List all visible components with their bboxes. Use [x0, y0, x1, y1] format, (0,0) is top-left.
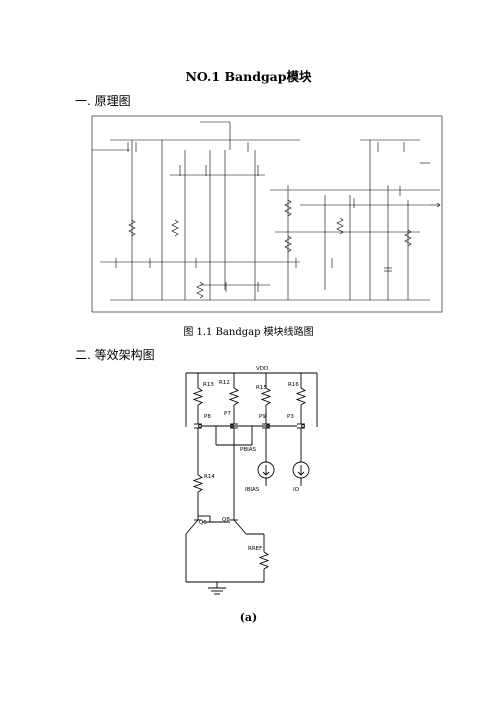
label-r12: R12: [219, 380, 230, 386]
label-q8: Q8: [222, 517, 230, 523]
label-pbias: PBIAS: [240, 447, 256, 453]
label-io: IO: [293, 487, 300, 493]
label-rref: RREF: [248, 546, 262, 552]
label-ibias: IBIAS: [245, 487, 260, 493]
section-heading-schematic: 一. 原理图: [75, 94, 131, 108]
label-r16: R16: [288, 382, 299, 388]
section-heading-architecture: 二. 等效架构图: [75, 348, 155, 362]
figure2-label: (a): [239, 611, 258, 624]
label-p8: P8: [204, 414, 211, 420]
label-p9: P9: [259, 414, 266, 420]
schematic-frame: [91, 115, 443, 313]
document-title: NO.1 Bandgap模块: [185, 69, 312, 84]
label-r13: R13: [203, 382, 214, 388]
label-r14: R14: [204, 474, 215, 480]
label-q5: Q5: [199, 520, 207, 526]
label-p3: P3: [287, 414, 294, 420]
label-p7: P7: [224, 411, 231, 417]
label-vdd: VDD: [256, 366, 268, 372]
label-r15: R15: [256, 385, 267, 391]
figure1-caption: 图 1.1 Bandgap 模块线路图: [183, 327, 314, 338]
